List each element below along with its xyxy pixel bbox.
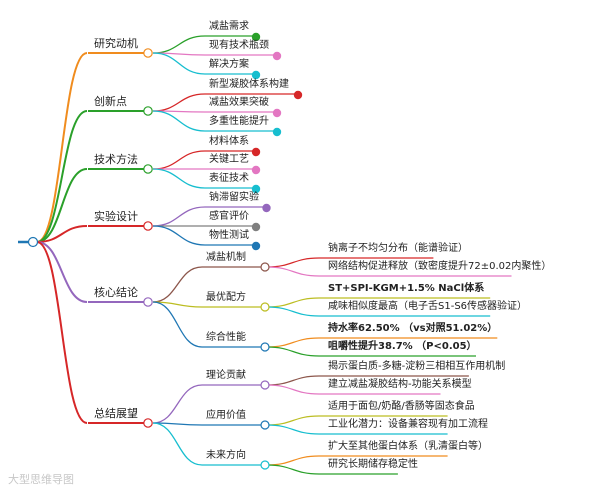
node-label-4-3: 物性测试	[209, 230, 249, 241]
node-dot-2-3[interactable]	[272, 127, 282, 137]
leaf-connector-6-2-1	[266, 415, 320, 426]
node-connector-5-1	[152, 266, 203, 303]
node-label-5-1: 减盐机制	[206, 252, 246, 263]
leaf-connector-5-1-2	[266, 266, 320, 277]
node-connector-2-3	[152, 110, 206, 132]
node-connector-1-1	[152, 35, 206, 54]
node-connector-2-1	[152, 93, 206, 112]
node-label-4-2: 感官评价	[209, 211, 249, 222]
node-dot-2-1[interactable]	[293, 90, 303, 100]
branch-connector-4	[36, 225, 88, 243]
node-connector-4-3	[152, 225, 206, 246]
branch-connector-5	[36, 241, 88, 303]
node-label-3-1: 材料体系	[209, 136, 249, 147]
node-label-2-2: 减盐效果突破	[209, 97, 269, 108]
node-connector-6-2	[152, 422, 203, 426]
leaf-connector-6-3-2	[266, 464, 320, 475]
node-toggle-5-3[interactable]	[260, 342, 270, 352]
node-dot-1-1[interactable]	[251, 32, 261, 42]
leaf-label-6-1-1: 揭示蛋白质-多糖-淀粉三相相互作用机制	[328, 361, 506, 372]
node-dot-3-2[interactable]	[251, 165, 261, 175]
node-dot-4-1[interactable]	[262, 203, 271, 213]
leaf-label-6-3-1: 扩大至其他蛋白体系（乳清蛋白等）	[328, 441, 488, 452]
node-connector-1-3	[152, 52, 206, 75]
node-connector-3-3	[152, 168, 206, 189]
branch-toggle-6[interactable]	[143, 418, 153, 428]
node-toggle-6-3[interactable]	[260, 460, 270, 470]
node-dot-2-2[interactable]	[272, 108, 282, 118]
node-label-1-2: 现有技术瓶颈	[209, 40, 269, 51]
branch-toggle-1[interactable]	[143, 48, 153, 58]
node-label-6-1: 理论贡献	[206, 370, 246, 381]
leaf-connector-5-2-1	[266, 297, 320, 308]
node-dot-3-1[interactable]	[251, 147, 261, 157]
leaf-label-6-2-1: 适用于面包/奶酪/香肠等固态食品	[328, 401, 475, 412]
node-dot-4-3[interactable]	[251, 241, 261, 251]
node-connector-6-3	[152, 422, 203, 466]
node-dot-1-3[interactable]	[251, 70, 261, 80]
branch-toggle-4[interactable]	[143, 221, 153, 231]
branch-connector-1	[36, 52, 88, 243]
branch-toggle-3[interactable]	[143, 164, 153, 174]
leaf-connector-5-1-1	[266, 257, 320, 268]
branch-connector-2	[36, 110, 88, 243]
node-dot-4-2[interactable]	[251, 222, 261, 232]
node-toggle-6-2[interactable]	[260, 420, 270, 430]
branch-label-6: 总结展望	[94, 407, 138, 420]
branch-toggle-2[interactable]	[143, 106, 153, 116]
root-node[interactable]	[27, 236, 39, 248]
node-toggle-5-2[interactable]	[260, 302, 270, 312]
node-label-6-2: 应用价值	[206, 410, 246, 421]
leaf-label-5-2-2: 咸味相似度最高（电子舌S1-S6传感器验证）	[328, 301, 528, 312]
leaf-label-6-2-2: 工业化潜力：设备兼容现有加工流程	[328, 419, 488, 430]
node-label-3-2: 关键工艺	[209, 154, 249, 165]
branch-toggle-5[interactable]	[143, 297, 153, 307]
branch-label-2: 创新点	[94, 95, 127, 108]
node-label-3-3: 表征技术	[209, 173, 249, 184]
leaf-label-5-3-2: 咀嚼性提升38.7% （P<0.05）	[328, 341, 477, 352]
leaf-connector-5-3-2	[266, 346, 320, 357]
leaf-label-5-1-1: 钠离子不均匀分布（能谱验证）	[328, 243, 468, 254]
leaf-label-6-1-2: 建立减盐凝胶结构-功能关系模型	[328, 379, 472, 390]
leaf-label-5-1-2: 网络结构促进释放（致密度提升72±0.02内聚性）	[328, 261, 552, 272]
leaf-connector-5-3-1	[266, 337, 320, 348]
node-connector-5-3	[152, 301, 203, 348]
watermark: 大型思维导图	[8, 473, 74, 486]
node-label-5-3: 综合性能	[206, 332, 246, 343]
node-label-5-2: 最优配方	[206, 292, 246, 303]
leaf-connector-6-1-2	[266, 384, 320, 395]
node-dot-1-2[interactable]	[272, 51, 282, 61]
node-label-2-3: 多重性能提升	[209, 116, 269, 127]
leaf-connector-6-2-2	[266, 424, 320, 435]
node-connector-5-2	[152, 301, 203, 308]
branch-label-5: 核心结论	[94, 286, 138, 299]
node-connector-4-1	[152, 206, 206, 227]
node-toggle-6-1[interactable]	[260, 380, 270, 390]
node-label-2-1: 新型凝胶体系构建	[209, 79, 289, 90]
node-dot-3-3[interactable]	[251, 184, 261, 194]
node-label-1-3: 解决方案	[209, 59, 249, 70]
leaf-label-5-2-1: ST+SPI-KGM+1.5% NaCl体系	[328, 283, 485, 294]
branch-label-1: 研究动机	[94, 37, 138, 50]
node-label-4-1: 钠滞留实验	[209, 192, 259, 203]
leaf-label-5-3-1: 持水率62.50% （vs对照51.02%）	[328, 323, 498, 334]
branch-label-3: 技术方法	[94, 153, 138, 166]
node-connector-6-1	[152, 384, 203, 424]
node-connector-3-1	[152, 150, 206, 170]
node-toggle-5-1[interactable]	[260, 262, 270, 272]
branch-label-4: 实验设计	[94, 210, 138, 223]
branch-connector-6	[36, 241, 88, 424]
leaf-label-6-3-2: 研究长期储存稳定性	[328, 459, 418, 470]
node-label-1-1: 减盐需求	[209, 21, 249, 32]
leaf-connector-5-2-2	[266, 306, 320, 317]
leaf-connector-6-1-1	[266, 375, 320, 386]
node-label-6-3: 未来方向	[206, 450, 246, 461]
leaf-connector-6-3-1	[266, 455, 320, 466]
branch-connector-3	[36, 168, 88, 243]
